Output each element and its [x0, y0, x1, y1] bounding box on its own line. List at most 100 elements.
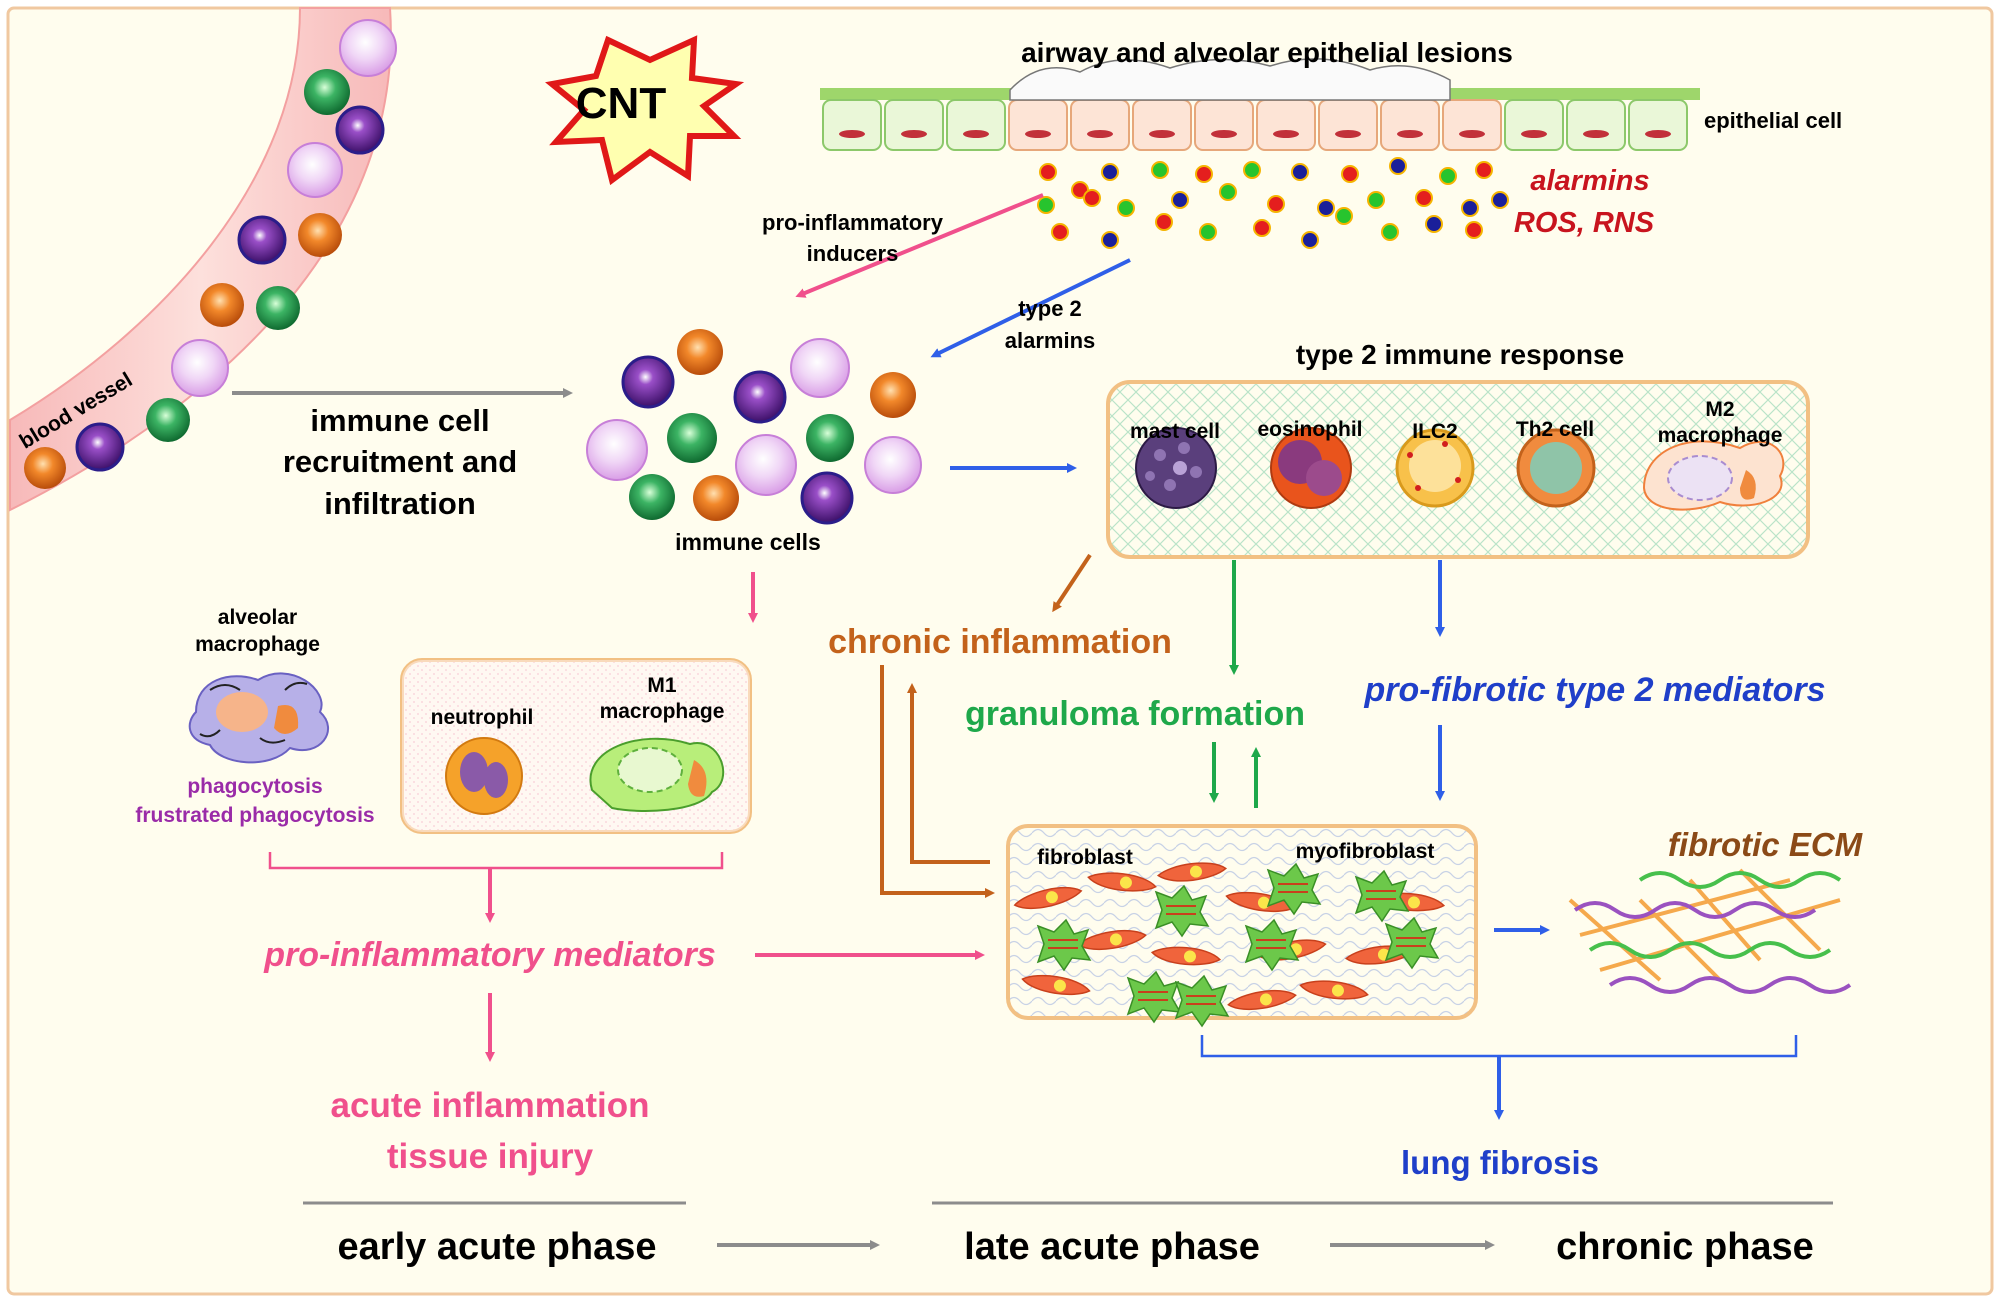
myofibroblast-body [1384, 916, 1440, 970]
alarmin-particle [1267, 195, 1285, 213]
m2-label-line2: macrophage [1657, 424, 1783, 447]
inducers-label-line2: inducers [806, 241, 899, 266]
epithelial-nucleus [1583, 130, 1609, 138]
alarmin-particle [1367, 191, 1385, 209]
alarmin-particle [1389, 157, 1407, 175]
collagen-fiber [1738, 868, 1822, 952]
alarmin-particle [1117, 199, 1135, 217]
collagen-fiber [1568, 898, 1662, 982]
myofibroblast-body [1244, 918, 1300, 972]
fibroblast-nucleus [1109, 933, 1122, 946]
fibroblast-cell [1021, 974, 1091, 996]
epithelial-cell-label: epithelial cell [1704, 108, 1843, 133]
epithelial-cell [946, 99, 1006, 151]
alarmins-label: alarmins [1530, 165, 1650, 197]
myofibroblast-cell [1244, 918, 1300, 972]
myofibroblast-cell [1354, 869, 1410, 923]
epithelial-nucleus [839, 130, 865, 138]
alarmin-particles [1037, 157, 1509, 249]
myofibroblast-cell [1266, 862, 1322, 916]
myofibroblast-body [1354, 869, 1410, 923]
epithelial-nucleus [1025, 130, 1051, 138]
alarmin-particle [1199, 223, 1217, 241]
lung-fibrosis-label: lung fibrosis [1401, 1144, 1599, 1181]
m1-label-line1: M1 [647, 674, 677, 697]
type2-response-box [1106, 380, 1810, 559]
collagen-fiber [1688, 878, 1762, 962]
alarmin-particle [1155, 213, 1173, 231]
recruitment-label-line1: immune cell [310, 403, 490, 438]
myofibroblast-body [1154, 884, 1210, 938]
th2-cell-label: Th2 cell [1515, 418, 1595, 441]
fibroblast-nucleus [1331, 984, 1344, 997]
ilc2-label: ILC2 [1412, 420, 1458, 443]
myofibroblast-body [1266, 862, 1322, 916]
alarmin-particle [1101, 163, 1119, 181]
eosinophil-label: eosinophil [1257, 418, 1363, 441]
epithelial-cell [1008, 99, 1068, 151]
fibroblast-cell [1156, 862, 1228, 882]
fibroblast-cell [1150, 946, 1222, 966]
fibroblast-label: fibroblast [1037, 846, 1133, 869]
cnt-label: CNT [575, 79, 667, 128]
fibroblast-cell [1077, 929, 1147, 951]
acute-inflammation-label: acute inflammation [330, 1086, 650, 1125]
fibroblast-nucleus [1407, 896, 1420, 909]
fibroblast-nucleus [1183, 950, 1196, 963]
alarmin-particle [1425, 215, 1443, 233]
myofibroblast-cell [1154, 884, 1210, 938]
fibroblast-nucleus [1259, 993, 1272, 1006]
fibrotic-ecm-graphic [1568, 868, 1852, 994]
alveolar-macrophage-label-line2: macrophage [195, 633, 320, 656]
alarmin-particle [1317, 199, 1335, 217]
epithelial-nucleus [1211, 130, 1237, 138]
alarmin-particle [1465, 221, 1483, 239]
alarmin-particle [1439, 167, 1457, 185]
alarmin-particle [1475, 161, 1493, 179]
alarmin-particle [1051, 223, 1069, 241]
type2-title: type 2 immune response [1295, 339, 1625, 370]
frustrated-phagocytosis-label: frustrated phagocytosis [135, 804, 375, 827]
blood-vessel [9, 7, 397, 512]
alveolar-macrophage-graphic [188, 672, 330, 764]
fibrotic-ecm-label: fibrotic ECM [1667, 826, 1863, 863]
epithelial-cell [884, 99, 944, 151]
phase-chronic-label: chronic phase [1556, 1226, 1814, 1268]
immune-cells-label: immune cells [675, 529, 821, 555]
alarmin-particle [1415, 189, 1433, 207]
collagen-fiber [1579, 878, 1791, 937]
elastin-fiber [1608, 976, 1852, 994]
pro-fibrotic-mediators-label: pro-fibrotic type 2 mediators [1364, 671, 1826, 709]
myofibroblast-cell [1036, 918, 1092, 972]
fibroblast-cell [1087, 872, 1157, 892]
epithelial-cell [1380, 99, 1440, 151]
epithelial-nucleus [1645, 130, 1671, 138]
type2-alarmins-label-line1: type 2 [1018, 296, 1082, 321]
epithelial-cell [1628, 99, 1688, 151]
neutrophil-label: neutrophil [430, 706, 534, 729]
alarmin-particle [1243, 161, 1261, 179]
alarmin-particle [1037, 196, 1055, 214]
collagen-fiber [1599, 898, 1841, 972]
epithelial-nucleus [1087, 130, 1113, 138]
alarmin-particle [1461, 199, 1479, 217]
pro-inflammatory-mediators-label: pro-inflammatory mediators [264, 936, 716, 974]
myofibroblast-body [1036, 918, 1092, 972]
epithelial-nucleus [1521, 130, 1547, 138]
epithelial-nucleus [1397, 130, 1423, 138]
mast-cell-label: mast cell [1130, 420, 1220, 443]
alarmin-particle [1151, 161, 1169, 179]
epithelial-nucleus [1459, 130, 1485, 138]
alveolar-macrophage-label-line1: alveolar [217, 606, 298, 629]
epithelium-layer [820, 58, 1700, 249]
alarmin-particle [1341, 165, 1359, 183]
alarmin-particle [1101, 231, 1119, 249]
alarmin-particle [1491, 191, 1509, 209]
recruitment-label-line2: recruitment and [282, 444, 518, 479]
type2-alarmins-label-line2: alarmins [1004, 328, 1096, 353]
inducers-label-line1: pro-inflammatory [762, 210, 943, 235]
fibroblast-cell [1299, 980, 1369, 1000]
epithelial-nucleus [901, 130, 927, 138]
